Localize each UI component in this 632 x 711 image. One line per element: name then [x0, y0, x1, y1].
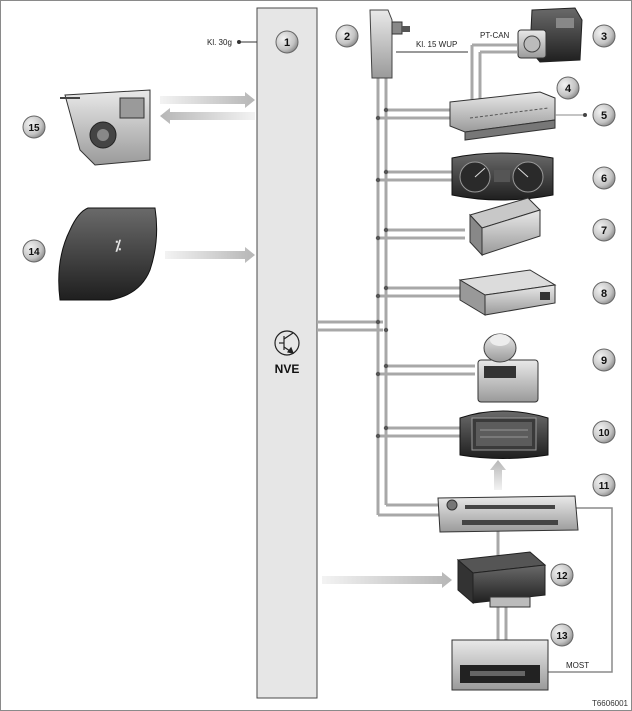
instrument-cluster-icon: [451, 152, 554, 201]
control-module-icon: [449, 91, 587, 141]
abs-hydraulic-unit-icon: [517, 7, 583, 63]
callout-label: 1: [284, 37, 290, 49]
arrow-11-to-10: [490, 460, 506, 490]
junction-dots: [375, 107, 389, 439]
callout-2: 2: [335, 24, 359, 48]
radio-cd-unit-icon: [437, 495, 579, 533]
arrow-from-switch-14: [165, 247, 255, 263]
control-module-icon: [469, 197, 541, 257]
brake-switch-icon: [369, 9, 410, 79]
callout-13: 13: [550, 623, 574, 647]
callout-label: 2: [344, 31, 350, 43]
wiring-harness: [317, 43, 517, 640]
callout-3: 3: [592, 24, 616, 48]
electronics-box-icon: [456, 551, 547, 608]
callout-label: 7: [601, 225, 607, 237]
callout-15: 15: [22, 115, 46, 139]
callout-10: 10: [592, 420, 616, 444]
callout-label: 10: [598, 428, 610, 439]
callout-label: 12: [556, 571, 568, 582]
callout-12: 12: [550, 563, 574, 587]
callout-label: 9: [601, 355, 607, 367]
callout-label: 4: [565, 83, 572, 95]
idrive-controller-icon: [477, 333, 539, 403]
callouts: 1 2 3 4 5 6 7 8: [22, 24, 616, 647]
kl30g-label: Kl. 30g: [207, 38, 232, 47]
callout-5: 5: [592, 103, 616, 127]
callout-label: 6: [601, 173, 607, 185]
kl30g-terminal: [237, 40, 241, 44]
callout-label: 8: [601, 288, 607, 300]
nve-label: NVE: [275, 362, 300, 376]
switch-button-icon: ⁒: [58, 207, 158, 301]
cd-changer-icon: [451, 639, 549, 691]
callout-8: 8: [592, 281, 616, 305]
callout-11: 11: [592, 473, 616, 497]
callout-14: 14: [22, 239, 46, 263]
callout-label: 11: [599, 481, 610, 492]
arrow-nve-to-12: [322, 572, 452, 588]
nve-bus-bar: [256, 7, 318, 699]
callout-4: 4: [556, 76, 580, 100]
callout-label: 15: [28, 123, 40, 134]
callout-label: 5: [601, 110, 607, 122]
callout-7: 7: [592, 218, 616, 242]
ptcan-label: PT-CAN: [480, 31, 510, 40]
switch-symbol-icon: ⁒: [115, 237, 122, 253]
electronics-box-icon: [458, 269, 557, 316]
most-ring-wire: [548, 507, 613, 673]
callout-label: 14: [28, 247, 40, 258]
figure-id: T6606001: [592, 699, 629, 708]
callout-6: 6: [592, 166, 616, 190]
callout-1: 1: [275, 30, 299, 54]
callout-label: 13: [556, 631, 568, 642]
transistor-icon: [274, 330, 300, 356]
kl15wup-label: Kl. 15 WUP: [416, 40, 457, 49]
steering-column-lock-icon: [60, 89, 151, 166]
most-label: MOST: [566, 661, 589, 670]
callout-9: 9: [592, 348, 616, 372]
callout-label: 3: [601, 31, 607, 43]
arrow-from-nve-15: [160, 108, 255, 124]
arrow-to-nve-15: [160, 92, 255, 108]
central-display-icon: [459, 410, 549, 459]
